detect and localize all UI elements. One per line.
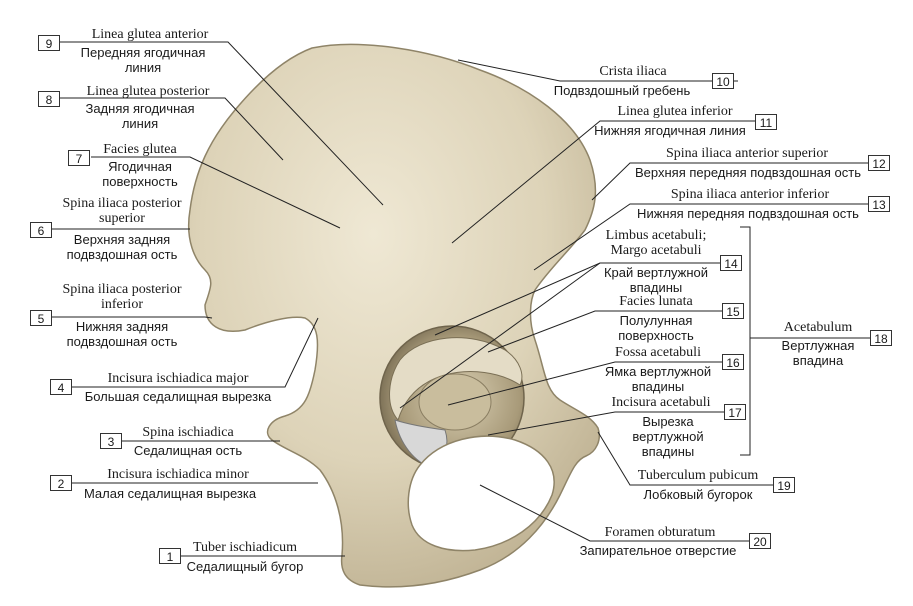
label-10-latin: Crista iliaca	[599, 64, 667, 79]
label-4-russian: Большая седалищная вырезка	[84, 389, 272, 404]
label-18-russian: Вертлужная впадина	[781, 338, 855, 368]
label-8-latin: Linea glutea posterior	[86, 84, 210, 99]
label-12-latin: Spina iliaca anterior superior	[665, 146, 829, 161]
label-9-russian: Передняя ягодичная линия	[80, 45, 206, 75]
number-box-13: 13	[868, 196, 890, 212]
number-box-18: 18	[870, 330, 892, 346]
label-7-russian: Ягодичная поверхность	[102, 159, 178, 189]
number-box-1: 1	[159, 548, 181, 564]
obturator-foramen	[407, 435, 555, 552]
label-6-russian: Верхняя задняя подвздошная ость	[66, 232, 178, 262]
number-box-8: 8	[38, 91, 60, 107]
leader-lines	[50, 41, 870, 557]
label-17-russian: Вырезка вертлужной впадины	[632, 414, 704, 459]
label-2-latin: Incisura ischiadica minor	[107, 467, 249, 482]
number-box-20: 20	[749, 533, 771, 549]
label-2-russian: Малая седалищная вырезка	[83, 486, 257, 501]
label-1-latin: Tuber ischiadicum	[192, 540, 298, 555]
label-17-latin: Incisura acetabuli	[611, 395, 711, 410]
number-box-19: 19	[773, 477, 795, 493]
number-box-6: 6	[30, 222, 52, 238]
number-box-15: 15	[722, 303, 744, 319]
label-19-latin: Tuberculum pubicum	[637, 468, 759, 483]
label-11-latin: Linea glutea inferior	[617, 104, 733, 119]
number-box-9: 9	[38, 35, 60, 51]
label-10-russian: Подвздошный гребень	[553, 83, 691, 98]
number-box-5: 5	[30, 310, 52, 326]
label-9-latin: Linea glutea anterior	[91, 27, 209, 42]
label-20-russian: Запирательное отверстие	[579, 543, 737, 558]
label-8-russian: Задняя ягодичная линия	[85, 101, 195, 131]
number-box-4: 4	[50, 379, 72, 395]
label-11-russian: Нижняя ягодичная линия	[594, 123, 746, 138]
label-15-russian: Полулунная поверхность	[618, 313, 694, 343]
number-box-3: 3	[100, 433, 122, 449]
label-16-russian: Ямка вертлужной впадины	[604, 364, 712, 394]
label-7-latin: Facies glutea	[103, 142, 177, 157]
label-13-russian: Нижняя передняя подвздошная ость	[637, 206, 859, 221]
label-5-russian: Нижняя задняя подвздошная ость	[66, 319, 178, 349]
number-box-7: 7	[68, 150, 90, 166]
lunate-surface	[389, 337, 523, 422]
number-box-14: 14	[720, 255, 742, 271]
number-box-12: 12	[868, 155, 890, 171]
label-13-latin: Spina iliaca anterior inferior	[670, 187, 830, 202]
number-box-2: 2	[50, 475, 72, 491]
label-18-latin: Acetabulum	[783, 320, 853, 335]
label-14-russian: Край вертлужной впадины	[603, 265, 709, 295]
number-box-17: 17	[724, 404, 746, 420]
label-6-latin: Spina iliaca posterior superior	[62, 196, 182, 226]
acetabular-fossa	[418, 373, 492, 431]
label-3-latin: Spina ischiadica	[142, 425, 234, 440]
label-16-latin: Fossa acetabuli	[615, 345, 701, 360]
label-12-russian: Верхняя передняя подвздошная ость	[634, 165, 862, 180]
label-15-latin: Facies lunata	[619, 294, 693, 309]
label-3-russian: Седалищная ость	[133, 443, 243, 458]
number-box-16: 16	[722, 354, 744, 370]
label-20-latin: Foramen obturatum	[604, 525, 716, 540]
label-1-russian: Седалищный бугор	[186, 559, 304, 574]
label-19-russian: Лобковый бугорок	[643, 487, 753, 502]
number-box-10: 10	[712, 73, 734, 89]
label-5-latin: Spina iliaca posterior inferior	[62, 282, 182, 312]
label-4-latin: Incisura ischiadica major	[107, 371, 249, 386]
label-14-latin: Limbus acetabuli; Margo acetabuli	[605, 228, 707, 258]
number-box-11: 11	[755, 114, 777, 130]
